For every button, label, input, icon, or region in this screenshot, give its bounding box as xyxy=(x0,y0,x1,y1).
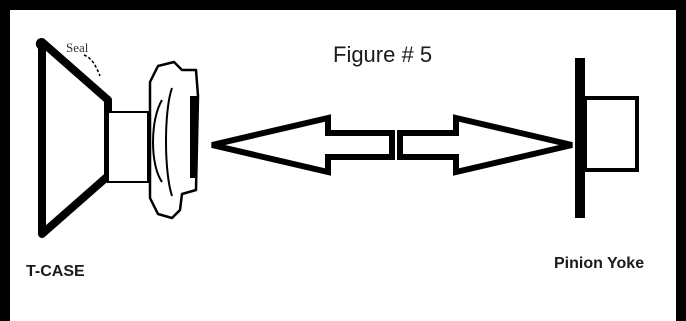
arrow-left xyxy=(211,114,395,176)
output-shaft xyxy=(107,111,149,183)
pinion-yoke-label: Pinion Yoke xyxy=(554,255,644,272)
seal-ring xyxy=(35,38,43,50)
arrow-right xyxy=(397,114,573,176)
tcase-flange-face xyxy=(190,96,197,178)
pinion-shaft xyxy=(583,96,639,172)
seal-label: Seal xyxy=(66,40,89,55)
tcase-label: T-CASE xyxy=(26,263,85,280)
figure-title: Figure # 5 xyxy=(333,42,432,67)
tcase-yoke-inner xyxy=(152,87,173,197)
seal-pointer xyxy=(83,54,101,77)
pinion-flange xyxy=(575,58,585,218)
